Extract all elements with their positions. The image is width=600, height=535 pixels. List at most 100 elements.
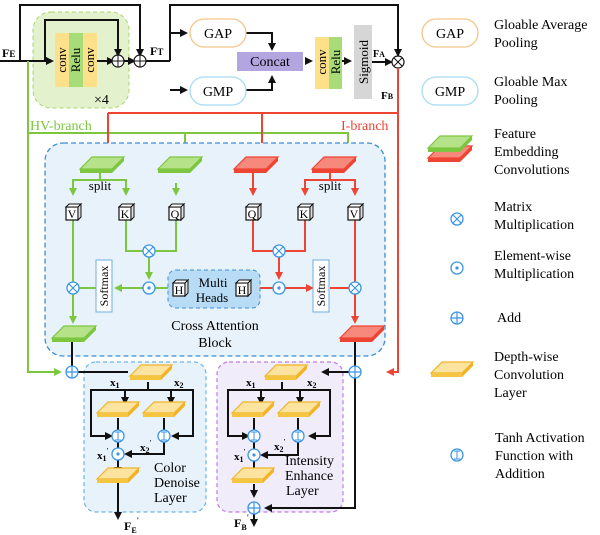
h-cube-right: H bbox=[235, 279, 252, 297]
attn-relu-label: Relu bbox=[328, 49, 343, 74]
enhance-title-2: Enhance bbox=[285, 469, 333, 484]
legend-gmp-icon bbox=[421, 76, 479, 106]
softmax-label-hv: Softmax bbox=[97, 266, 111, 307]
k-cube-i: K bbox=[297, 203, 314, 221]
legend-dw-1: Depth-wise bbox=[494, 350, 559, 365]
elemmul-icon-hv bbox=[142, 281, 156, 295]
enhance-x2p-label: x2' bbox=[274, 438, 286, 454]
add-node-hv bbox=[65, 365, 79, 379]
denoise-x1-label: x1 bbox=[110, 377, 120, 390]
legend-add-icon bbox=[450, 311, 464, 325]
denoise-x2-label: x2 bbox=[174, 377, 184, 390]
add-node-2 bbox=[133, 54, 147, 68]
enhance-x1p-label: x1' bbox=[234, 448, 246, 464]
elemmul-icon-denoise bbox=[111, 447, 125, 461]
denoise-title-1: Color bbox=[154, 461, 186, 476]
q-cube-hv: Q bbox=[168, 203, 185, 221]
add-node-1 bbox=[111, 54, 125, 68]
matmul-icon-i-v bbox=[348, 281, 362, 295]
enhance-x1-label: x1 bbox=[246, 377, 256, 390]
legend-tanh-1: Tanh Activation bbox=[495, 431, 585, 446]
cross-attention-block bbox=[44, 142, 386, 357]
legend-gmp-label: GMP bbox=[435, 85, 466, 100]
conv-block-1 bbox=[55, 33, 69, 87]
tanh-icon-denoise-1 bbox=[111, 429, 125, 443]
sigmoid-label: Sigmoid bbox=[356, 39, 371, 84]
fb-output-label: FB' bbox=[234, 513, 249, 532]
denoise-x1p-label: x1' bbox=[97, 447, 109, 463]
svg-text:Q: Q bbox=[248, 207, 257, 221]
legend-dw-2: Convolution bbox=[494, 368, 564, 383]
enhance-title-1: Intensity bbox=[285, 454, 334, 469]
svg-text:H: H bbox=[238, 283, 247, 297]
split-label-right: split bbox=[319, 178, 342, 193]
concat-block bbox=[237, 52, 303, 71]
legend-gap-desc-1: Gloable Average bbox=[494, 18, 587, 33]
legend-tanh-2: Function with bbox=[495, 449, 573, 464]
gmp-label: GMP bbox=[203, 85, 234, 100]
legend-fec-2: Embedding bbox=[494, 145, 559, 160]
legend-gap-desc-2: Pooling bbox=[494, 36, 538, 51]
gap-label: GAP bbox=[204, 27, 232, 42]
tanh-icon-enhance-2 bbox=[291, 429, 305, 443]
q-cube-i: Q bbox=[245, 203, 262, 221]
legend-gmp-desc-2: Pooling bbox=[494, 93, 538, 108]
conv-label-1: conv bbox=[54, 47, 69, 73]
legend-dw-3: Layer bbox=[494, 386, 527, 401]
tanh-icon-denoise-2 bbox=[157, 429, 171, 443]
legend-add-label: Add bbox=[497, 311, 521, 326]
ft-label: FT bbox=[150, 44, 163, 58]
svg-text:K: K bbox=[300, 207, 309, 221]
legend-fec-1: Feature bbox=[494, 127, 536, 142]
attention-connections bbox=[169, 4, 402, 94]
matmul-icon-hv-qk bbox=[142, 244, 156, 258]
softmax-label-i: Softmax bbox=[314, 266, 328, 307]
hv-branch-label: HV-branch bbox=[30, 119, 92, 134]
denoise-connections bbox=[71, 342, 194, 520]
legend-tanh-icon bbox=[450, 448, 464, 462]
legend-gap-icon bbox=[421, 18, 479, 48]
relu-block bbox=[69, 33, 83, 87]
legend-matmul-2: Multiplication bbox=[494, 218, 574, 233]
denoise-title-2: Denoise bbox=[154, 476, 200, 491]
attn-conv-label: conv bbox=[314, 49, 329, 75]
gmp-node bbox=[189, 76, 247, 106]
split-label-left: split bbox=[89, 178, 112, 193]
repeat-label: ×4 bbox=[94, 93, 109, 108]
softmax-block-hv bbox=[95, 259, 113, 313]
fe-output-label: FE' bbox=[124, 516, 139, 535]
cross-attention-title: Cross Attention bbox=[171, 319, 259, 334]
multi-label: Multi bbox=[199, 275, 228, 290]
gap-node bbox=[189, 18, 247, 48]
k-cube-hv: K bbox=[118, 203, 135, 221]
legend-elemmul-2: Multiplication bbox=[494, 267, 574, 282]
svg-text:V: V bbox=[68, 207, 77, 221]
i-branch-label: I-branch bbox=[341, 119, 388, 134]
cross-attention-title-2: Block bbox=[198, 336, 231, 351]
svg-text:V: V bbox=[350, 207, 359, 221]
legend-elemmul-icon bbox=[450, 261, 464, 275]
legend-gap-label: GAP bbox=[436, 27, 464, 42]
concat-label: Concat bbox=[250, 55, 290, 70]
h-cube-left: H bbox=[172, 279, 189, 297]
legend-fec-3: Convolutions bbox=[494, 163, 569, 178]
heads-label: Heads bbox=[196, 290, 229, 305]
residual-connections bbox=[0, 4, 170, 65]
fb-label: FB bbox=[381, 90, 394, 102]
sigmoid-block bbox=[354, 25, 372, 99]
svg-text:H: H bbox=[175, 283, 184, 297]
multi-heads-block bbox=[167, 269, 261, 309]
softmax-block-i bbox=[312, 259, 330, 313]
legend-elemmul-1: Element-wise bbox=[494, 249, 571, 264]
legend-tanh-3: Addition bbox=[495, 467, 545, 482]
matmul-node-top bbox=[391, 55, 405, 69]
add-node-i bbox=[348, 365, 362, 379]
enhance-x2-label: x2 bbox=[307, 377, 317, 390]
matmul-icon-hv-v bbox=[66, 281, 80, 295]
tanh-icon-enhance-1 bbox=[247, 429, 261, 443]
v-cube-hv: V bbox=[65, 203, 82, 221]
enhance-title-3: Layer bbox=[286, 484, 319, 499]
attn-relu-block bbox=[329, 37, 342, 89]
legend: GAP Gloable Average Pooling GMP Gloable … bbox=[421, 18, 587, 482]
